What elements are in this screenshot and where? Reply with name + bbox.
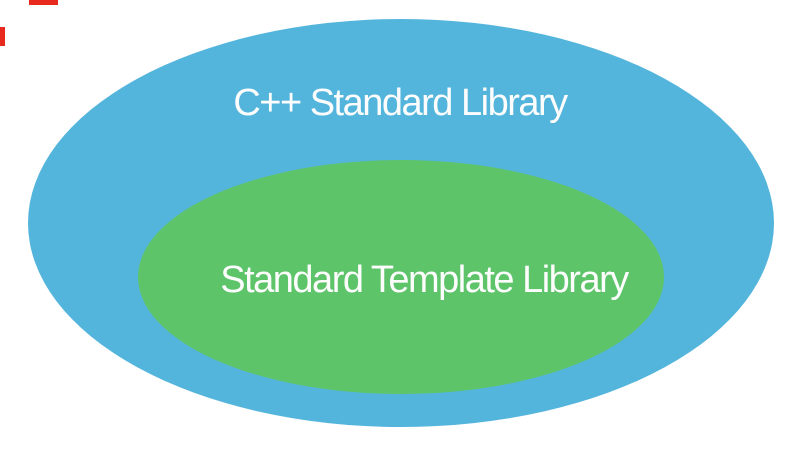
red-crop-mark-horizontal	[29, 0, 58, 5]
label-cpp-standard-library: C++ Standard Library	[233, 82, 568, 124]
label-standard-template-library: Standard Template Library	[220, 259, 629, 301]
set-ellipse-standard-template-library	[138, 160, 664, 394]
red-crop-mark-vertical	[0, 27, 5, 46]
